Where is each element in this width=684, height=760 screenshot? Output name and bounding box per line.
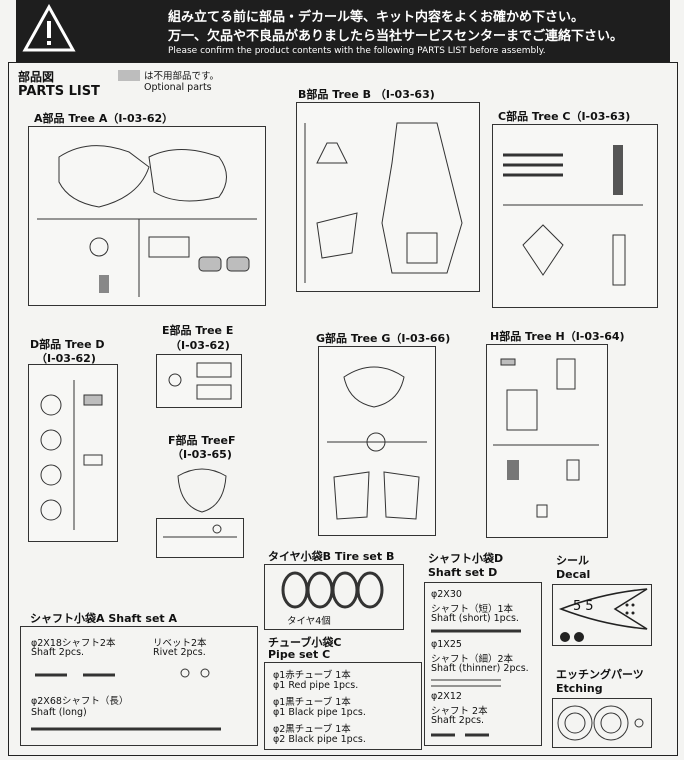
tree-a-runner xyxy=(28,126,266,306)
tree-g-runner xyxy=(318,346,436,536)
tree-d-code: （I-03-62) xyxy=(36,352,96,365)
warning-banner: 組み立てる前に部品・デカール等、キット内容をよくお確かめ下さい。 万一、欠品や不… xyxy=(16,0,670,62)
tree-e-parts-drawing xyxy=(168,362,232,400)
tree-f-label: F部品 TreeF xyxy=(168,434,236,447)
tree-h-parts-drawing xyxy=(493,358,599,518)
shaft-d-box: φ2X30 シャフト（短）1本 Shaft (short) 1pcs. φ1X2… xyxy=(424,582,542,746)
tire-set-title: タイヤ小袋B Tire set B xyxy=(268,550,395,563)
decal-sheet: 55 xyxy=(552,584,652,646)
tree-f-runner xyxy=(156,518,244,558)
shaft-a-box: φ2X18シャフト2本 Shaft 2pcs. リベット2本 Rivet 2pc… xyxy=(20,626,258,746)
pipe-line: φ1黒チューブ 1本 xyxy=(273,697,351,708)
shaft-d-g2-en: Shaft (thinner) 2pcs. xyxy=(431,663,529,674)
tree-e-code: （I-03-62) xyxy=(170,339,230,352)
tire-icon-group xyxy=(281,571,384,609)
decal-art xyxy=(558,588,648,642)
pipe-line: φ1赤チューブ 1本 xyxy=(273,670,351,681)
shaft-a-item1-en: Shaft 2pcs. xyxy=(31,647,85,658)
shaft-thin-drawing xyxy=(431,679,501,687)
tree-e-label: E部品 Tree E xyxy=(162,324,234,337)
tree-d-parts-drawing xyxy=(40,380,103,530)
tree-b-label: B部品 Tree B （I-03-63) xyxy=(298,88,435,101)
shaft-long-drawing xyxy=(31,727,221,731)
parts-list-frame xyxy=(8,62,678,756)
pipe-line: φ2 Black pipe 1pcs. xyxy=(273,734,366,745)
parts-list-title-jp: 部品図 xyxy=(18,70,55,84)
tree-c-runner xyxy=(492,124,658,308)
etching-sheet xyxy=(552,698,652,748)
shaft-a-title: シャフト小袋A Shaft set A xyxy=(30,612,178,625)
shaft-d-g1-size: φ2X30 xyxy=(431,589,462,600)
decal-number: 55 xyxy=(573,599,598,614)
shaft-d-title-jp: シャフト小袋D xyxy=(428,552,504,565)
tree-b-runner xyxy=(296,102,480,292)
tree-a-label: A部品 Tree A（I-03-62） xyxy=(34,112,174,125)
tree-h-label: H部品 Tree H（I-03-64) xyxy=(490,330,625,343)
shaft-d-g3-en: Shaft 2pcs. xyxy=(431,715,485,726)
parts-list-title-en: PARTS LIST xyxy=(18,84,100,99)
decal-title-jp: シール xyxy=(556,554,589,567)
shaft-a-item2-en: Rivet 2pcs. xyxy=(153,647,206,658)
tree-d-runner xyxy=(28,364,118,542)
pipe-line: φ2黒チューブ 1本 xyxy=(273,724,351,735)
shaft-d-g2-size: φ1X25 xyxy=(431,639,462,650)
shaft-d-g1-jp: シャフト（短）1本 xyxy=(431,604,514,615)
shaft-a-item1-jp: φ2X18シャフト2本 xyxy=(31,638,116,649)
tree-a-parts-drawing xyxy=(37,145,257,297)
shaft-d-title-en: Shaft set D xyxy=(428,566,498,579)
tree-b-parts-drawing xyxy=(304,122,463,283)
shaft-d-g3-size: φ2X12 xyxy=(431,691,462,702)
etching-art xyxy=(557,705,644,741)
notice-line-3: Please confirm the product contents with… xyxy=(168,46,546,56)
tree-f-code: （I-03-65) xyxy=(172,448,232,461)
shaft-d-g1-en: Shaft (short) 1pcs. xyxy=(431,613,519,624)
tree-c-label: C部品 Tree C（I-03-63) xyxy=(498,110,631,123)
pipe-set-title-jp: チューブ小袋C xyxy=(268,636,342,649)
tree-e-runner xyxy=(156,354,242,408)
pipe-line: φ1 Red pipe 1pcs. xyxy=(273,680,359,691)
tree-c-parts-drawing xyxy=(503,145,643,286)
tree-f-canopy-drawing xyxy=(177,468,227,513)
shaft-d-g3-jp: シャフト 2本 xyxy=(431,706,488,717)
decal-title-en: Decal xyxy=(556,568,591,581)
shaft-12-drawing xyxy=(431,733,489,737)
tire-set-note: タイヤ4個 xyxy=(287,616,331,627)
optional-legend-jp: は不用部品です。 xyxy=(144,71,220,82)
pipe-line: φ1 Black pipe 1pcs. xyxy=(273,707,366,718)
notice-line-1: 組み立てる前に部品・デカール等、キット内容をよくお確かめ下さい。 xyxy=(168,10,585,25)
optional-parts-swatch xyxy=(118,70,140,81)
tree-g-label: G部品 Tree G（I-03-66) xyxy=(316,332,451,345)
optional-legend-en: Optional parts xyxy=(144,82,212,93)
etching-title-en: Etching xyxy=(556,682,603,695)
tree-g-parts-drawing xyxy=(327,366,427,520)
shaft-short-drawing xyxy=(35,668,210,678)
shaft-short-d-drawing xyxy=(431,629,521,633)
tree-d-label: D部品 Tree D xyxy=(30,338,105,351)
pipe-set-title-en: Pipe set C xyxy=(268,648,331,661)
tree-f-parts-drawing xyxy=(163,524,237,538)
warning-icon xyxy=(22,4,76,52)
notice-line-2: 万一、欠品や不良品がありましたら当社サービスセンターまでご連絡下さい。 xyxy=(168,29,624,44)
shaft-a-item3-jp: φ2X68シャフト（長） xyxy=(31,696,129,707)
pipe-set-box: φ1赤チューブ 1本 φ1 Red pipe 1pcs. φ1黒チューブ 1本 … xyxy=(264,662,422,750)
shaft-a-item3-en: Shaft (long) xyxy=(31,707,87,718)
shaft-a-item2-jp: リベット2本 xyxy=(153,638,207,649)
tree-h-runner xyxy=(486,344,608,538)
etching-title-jp: エッチングパーツ xyxy=(556,668,644,681)
shaft-d-g2-jp: シャフト（細）2本 xyxy=(431,654,514,665)
tire-set-box: タイヤ4個 xyxy=(264,564,404,630)
